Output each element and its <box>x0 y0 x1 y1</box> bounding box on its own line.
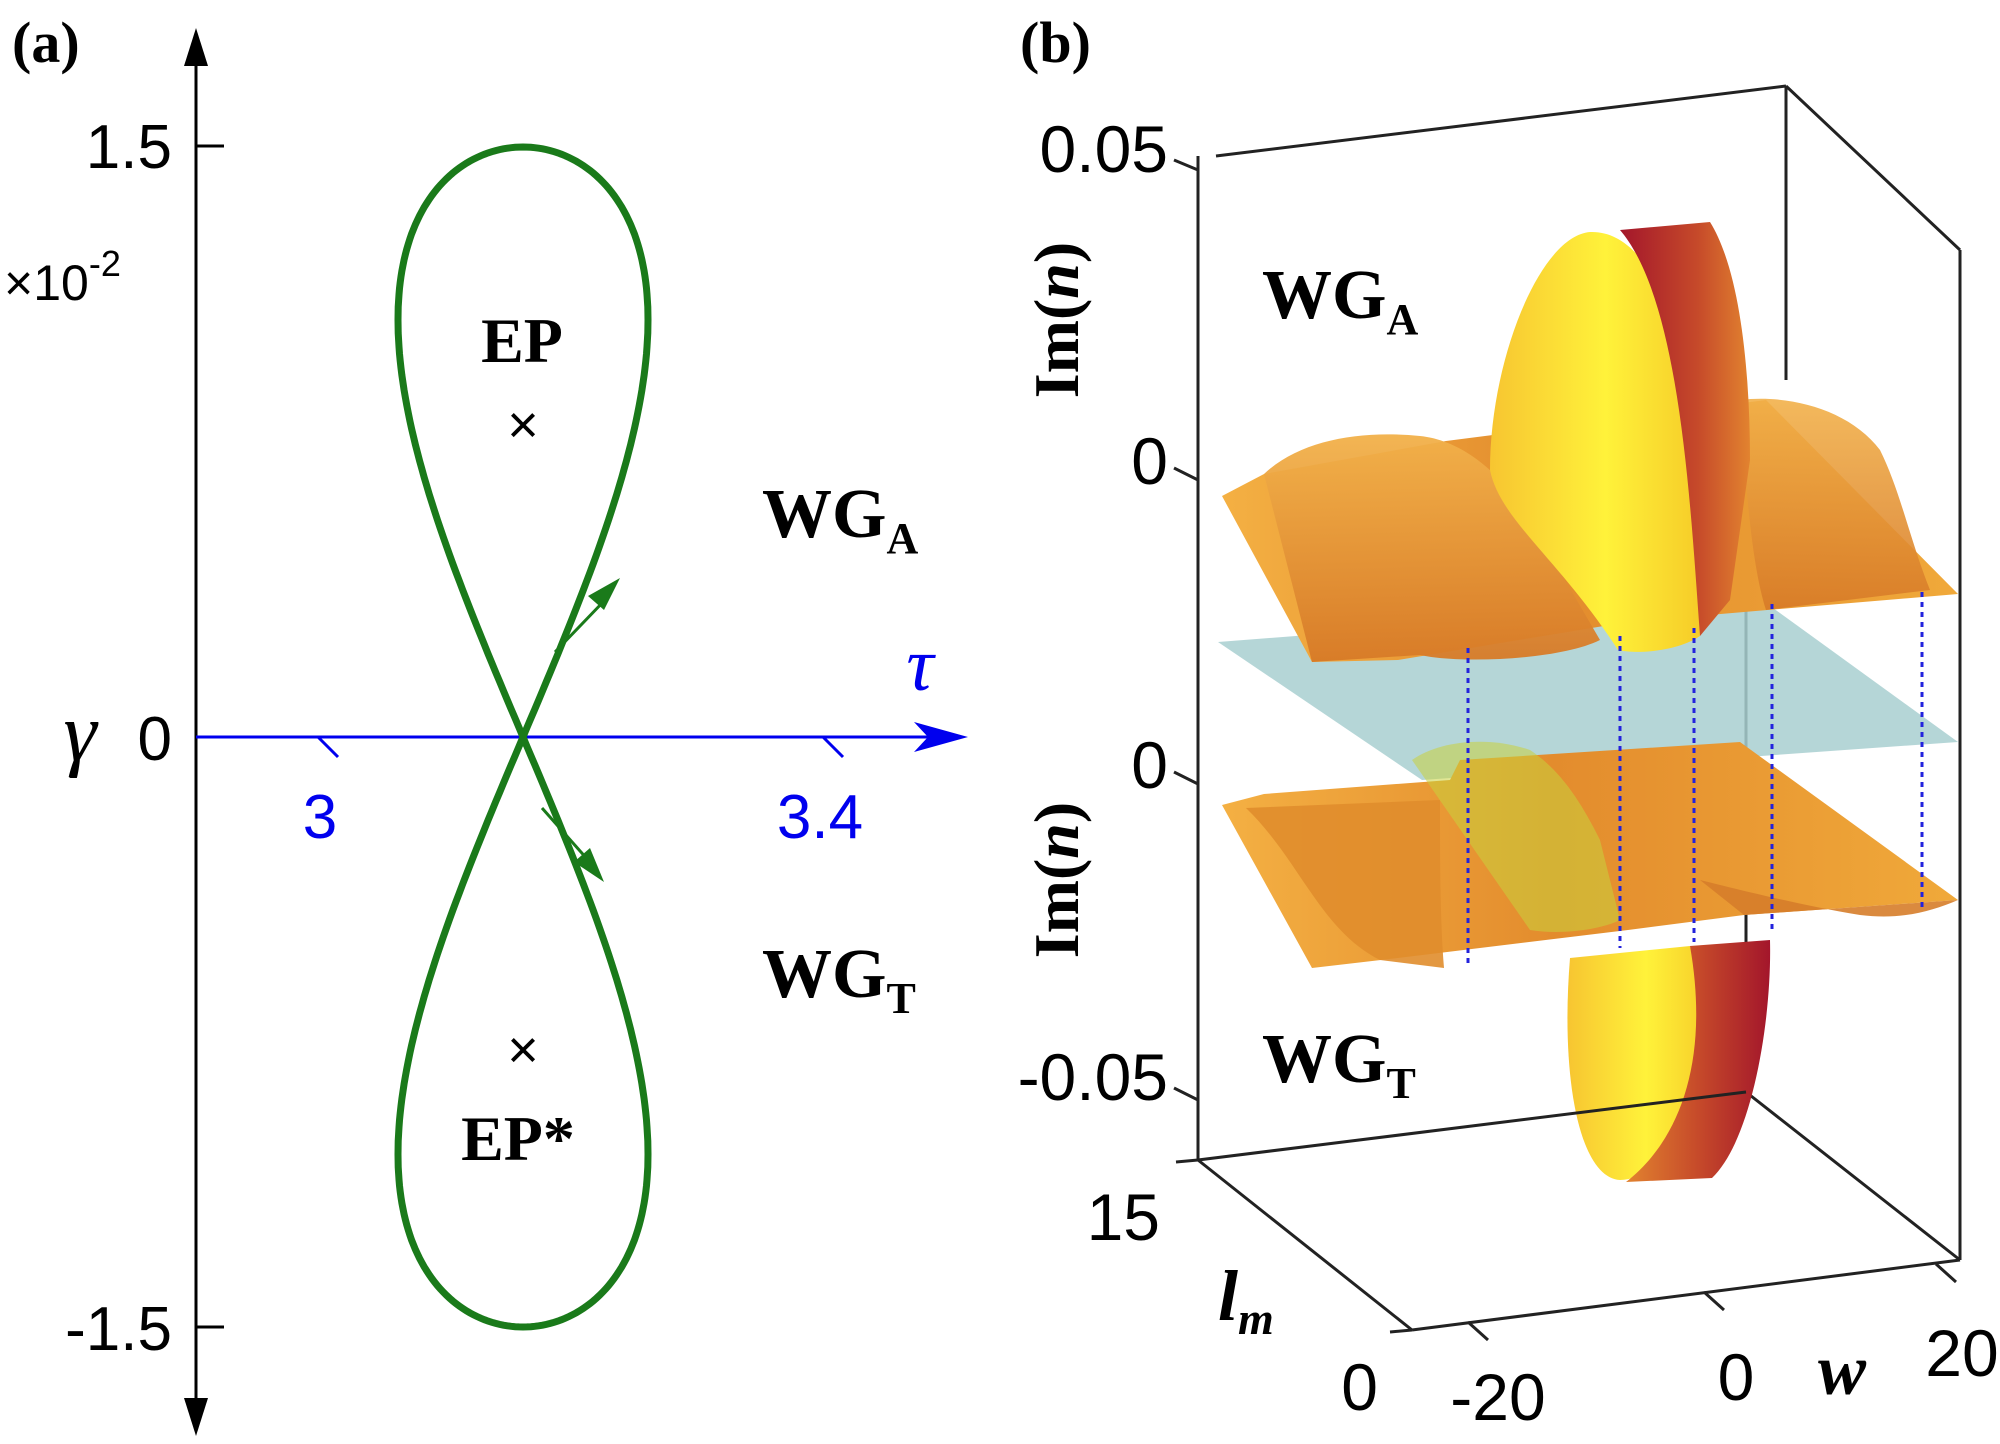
z-tick-label-0-bottom: 0 <box>1131 728 1168 802</box>
lower-green-lobe <box>1412 741 1620 932</box>
z-tick-label-0-05: 0.05 <box>1040 112 1168 186</box>
lm-axis-line <box>1197 1158 1413 1332</box>
panel-b-label: (b) <box>1020 10 1091 75</box>
ep-star-label: EP* <box>461 1103 575 1174</box>
w-tick-label-neg20: -20 <box>1450 1360 1545 1434</box>
upper-red-band <box>1620 222 1750 636</box>
ep-label: EP <box>481 305 563 376</box>
gamma-axis-arrow-down <box>184 1398 208 1436</box>
tau-axis-label: τ <box>906 623 936 707</box>
gamma-tick-label-bottom: -1.5 <box>65 1295 172 1364</box>
wga-label-a: WGA <box>762 476 918 563</box>
lm-ticks <box>1175 1158 1413 1334</box>
w-axis-label: w <box>1818 1330 1867 1410</box>
gamma-tick-label-zero: 0 <box>138 705 172 774</box>
z-axis-label-top: Im(n) <box>1021 242 1092 398</box>
w-tick-label-20: 20 <box>1925 1316 1998 1390</box>
lower-direction-arrow-line <box>540 807 590 861</box>
dotted-connectors <box>1466 592 1924 968</box>
panel-a-label: (a) <box>12 10 80 75</box>
panel-b: (b) <box>1018 10 1999 1434</box>
lm-tick-label-0: 0 <box>1341 1350 1378 1424</box>
gamma-axis-arrow-up <box>184 28 208 66</box>
tau-axis-arrow <box>914 722 968 752</box>
wgt-label-a: WGT <box>762 936 916 1023</box>
lm-tick-label-15: 15 <box>1087 1180 1160 1254</box>
ep-marker: × <box>507 395 539 455</box>
tau-tick-3 <box>316 735 340 759</box>
box-front-bottom <box>1197 1090 1747 1162</box>
tau-tick-3-4 <box>821 735 845 759</box>
gamma-multiplier: ×10-2 <box>4 243 121 311</box>
lower-direction-arrow-head <box>574 848 604 882</box>
z-axis-label-bottom: Im(n) <box>1021 802 1092 958</box>
upper-surface <box>1222 222 1958 662</box>
z-tick-label-neg-0-05: -0.05 <box>1018 1040 1168 1114</box>
w-tick-label-0: 0 <box>1718 1340 1755 1414</box>
z-ticks <box>1173 158 1199 1102</box>
z-tick-label-0-top: 0 <box>1131 424 1168 498</box>
gamma-tick-label-top: 1.5 <box>86 113 172 182</box>
gamma-axis-label: γ <box>63 686 98 779</box>
panel-a: (a) 1.5 0 -1.5 ×10-2 γ 3 3.4 τ × × EP EP… <box>4 10 968 1436</box>
w-ticks <box>1466 1262 1958 1342</box>
lower-hump-right <box>1700 880 1958 917</box>
upper-yellow-lobe <box>1490 231 1700 652</box>
tau-tick-label-3: 3 <box>303 783 337 852</box>
upper-direction-arrow-line <box>553 598 607 654</box>
upper-hump-right <box>1740 398 1930 610</box>
lm-axis-label: lm <box>1218 1256 1274 1344</box>
figure-eight-curve <box>394 143 652 1331</box>
upper-hump-left <box>1264 434 1600 662</box>
lower-surface <box>1222 741 1958 1182</box>
wgt-label-b: WGT <box>1262 1021 1416 1108</box>
upper-direction-arrow-head <box>588 578 620 610</box>
lower-hump-left <box>1246 800 1444 968</box>
ep-star-marker: × <box>507 1020 539 1080</box>
w-axis-line <box>1411 1258 1961 1332</box>
tau-tick-label-3-4: 3.4 <box>777 783 863 852</box>
lower-red-band <box>1626 940 1771 1182</box>
wga-label-b: WGA <box>1262 257 1418 344</box>
